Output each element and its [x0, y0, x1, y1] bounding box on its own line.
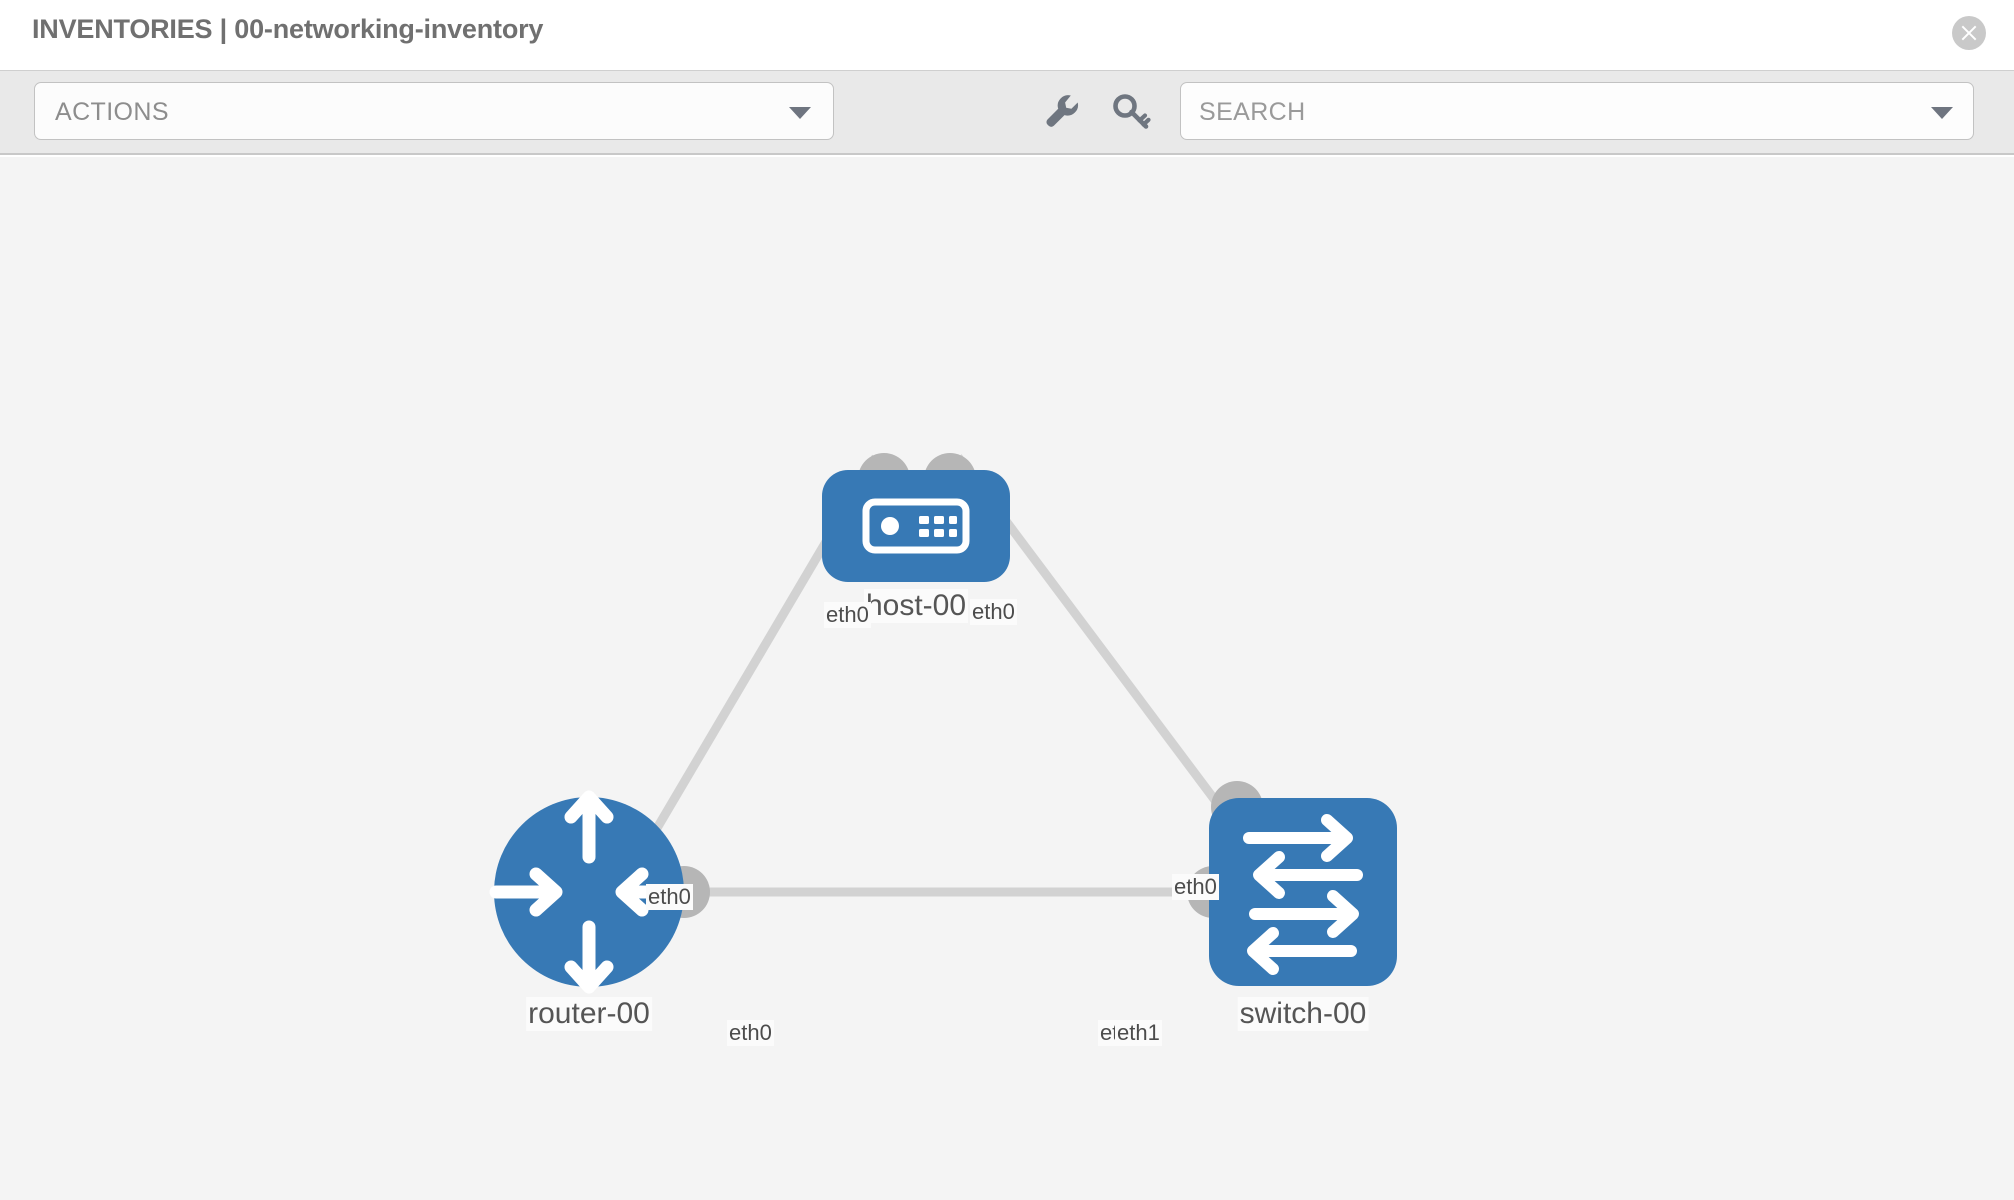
actions-dropdown[interactable]: ACTIONS [34, 82, 834, 140]
edge-label-switch-left: eth1 [1115, 1020, 1162, 1046]
node-label-router-00: router-00 [526, 997, 652, 1031]
edge-label-host-right: eth0 [970, 599, 1017, 625]
edge-label-router-right: eth0 [727, 1020, 774, 1046]
node-label-switch-00: switch-00 [1237, 997, 1369, 1031]
wrench-icon[interactable] [1038, 87, 1086, 135]
edge-label-host-left: eth0 [824, 602, 871, 628]
close-icon[interactable] [1952, 16, 1986, 50]
edge-label-switch-up: eth0 [1172, 874, 1219, 900]
node-label-host-00: host-00 [863, 589, 969, 623]
chevron-down-icon[interactable] [1931, 107, 1953, 119]
topology-canvas[interactable]: host-00 router-00 switch-00 eth0 eth0 et… [0, 157, 2014, 1200]
key-icon[interactable] [1108, 87, 1156, 135]
toolbar: ACTIONS SEARCH [0, 70, 2014, 155]
search-input[interactable]: SEARCH [1180, 82, 1974, 140]
node-router-00[interactable] [489, 790, 689, 994]
search-placeholder-text: SEARCH [1199, 98, 1306, 126]
chevron-down-icon [789, 107, 811, 119]
window-header: INVENTORIES | 00-networking-inventory [0, 0, 2014, 70]
actions-dropdown-label: ACTIONS [55, 98, 169, 126]
node-host-00[interactable] [822, 470, 1010, 582]
topology-graph [489, 453, 1397, 994]
page-title: INVENTORIES | 00-networking-inventory [32, 14, 544, 44]
node-switch-00[interactable] [1209, 798, 1397, 986]
edge-label-router-up: eth0 [646, 884, 693, 910]
